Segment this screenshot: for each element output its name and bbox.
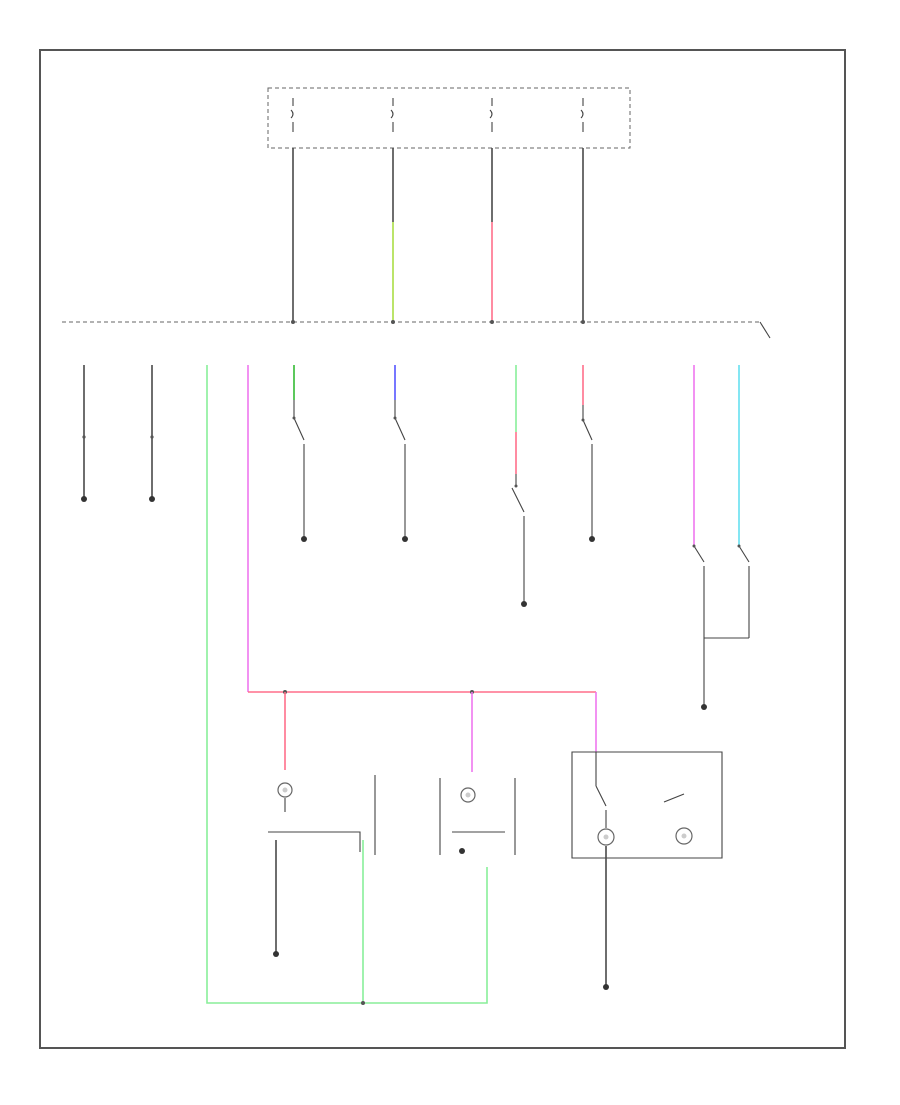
ground-icon (402, 536, 408, 542)
right-switch-return (703, 637, 749, 705)
splice-dot-icon (150, 435, 154, 439)
switch-icon (292, 400, 305, 538)
ground-icon (301, 536, 307, 542)
ground-icon (81, 496, 87, 502)
splice-dot-icon (581, 320, 585, 324)
bus-leader (759, 321, 771, 339)
fuse-icon (290, 98, 294, 132)
ground-icon (521, 601, 527, 607)
fuse-icon (489, 98, 493, 132)
light-green-return-wire (206, 365, 488, 1004)
lamp-1-connector (268, 831, 361, 852)
lamp-2-bracket (439, 778, 516, 855)
lamp-module-outline (571, 751, 723, 859)
lamp-icon (597, 828, 615, 846)
fuse-icon (390, 98, 394, 132)
fuse-box-outline (267, 87, 631, 149)
switch-icon (692, 544, 705, 638)
splice-dot-icon (490, 320, 494, 324)
splice-dot-icon (391, 320, 395, 324)
switch-icon (737, 544, 750, 638)
splice-dot-icon (361, 1001, 365, 1005)
splice-dot-icon (291, 320, 295, 324)
lamp-icon (460, 787, 476, 803)
ground-icon (701, 704, 707, 710)
switch-icon (393, 400, 406, 538)
ground-icon (273, 951, 279, 957)
switch-icon (581, 405, 593, 538)
diagram-frame (39, 49, 846, 1049)
switch-icon (595, 752, 607, 828)
switch-icon (511, 474, 525, 602)
ground-icon (459, 848, 465, 854)
splice-dot-icon (82, 435, 86, 439)
fuse-icon (580, 98, 584, 132)
lamp-icon (277, 782, 293, 798)
ground-icon (603, 984, 609, 990)
lamp-icon (675, 827, 693, 845)
ground-icon (589, 536, 595, 542)
switch-icon (663, 793, 685, 803)
ground-icon (149, 496, 155, 502)
